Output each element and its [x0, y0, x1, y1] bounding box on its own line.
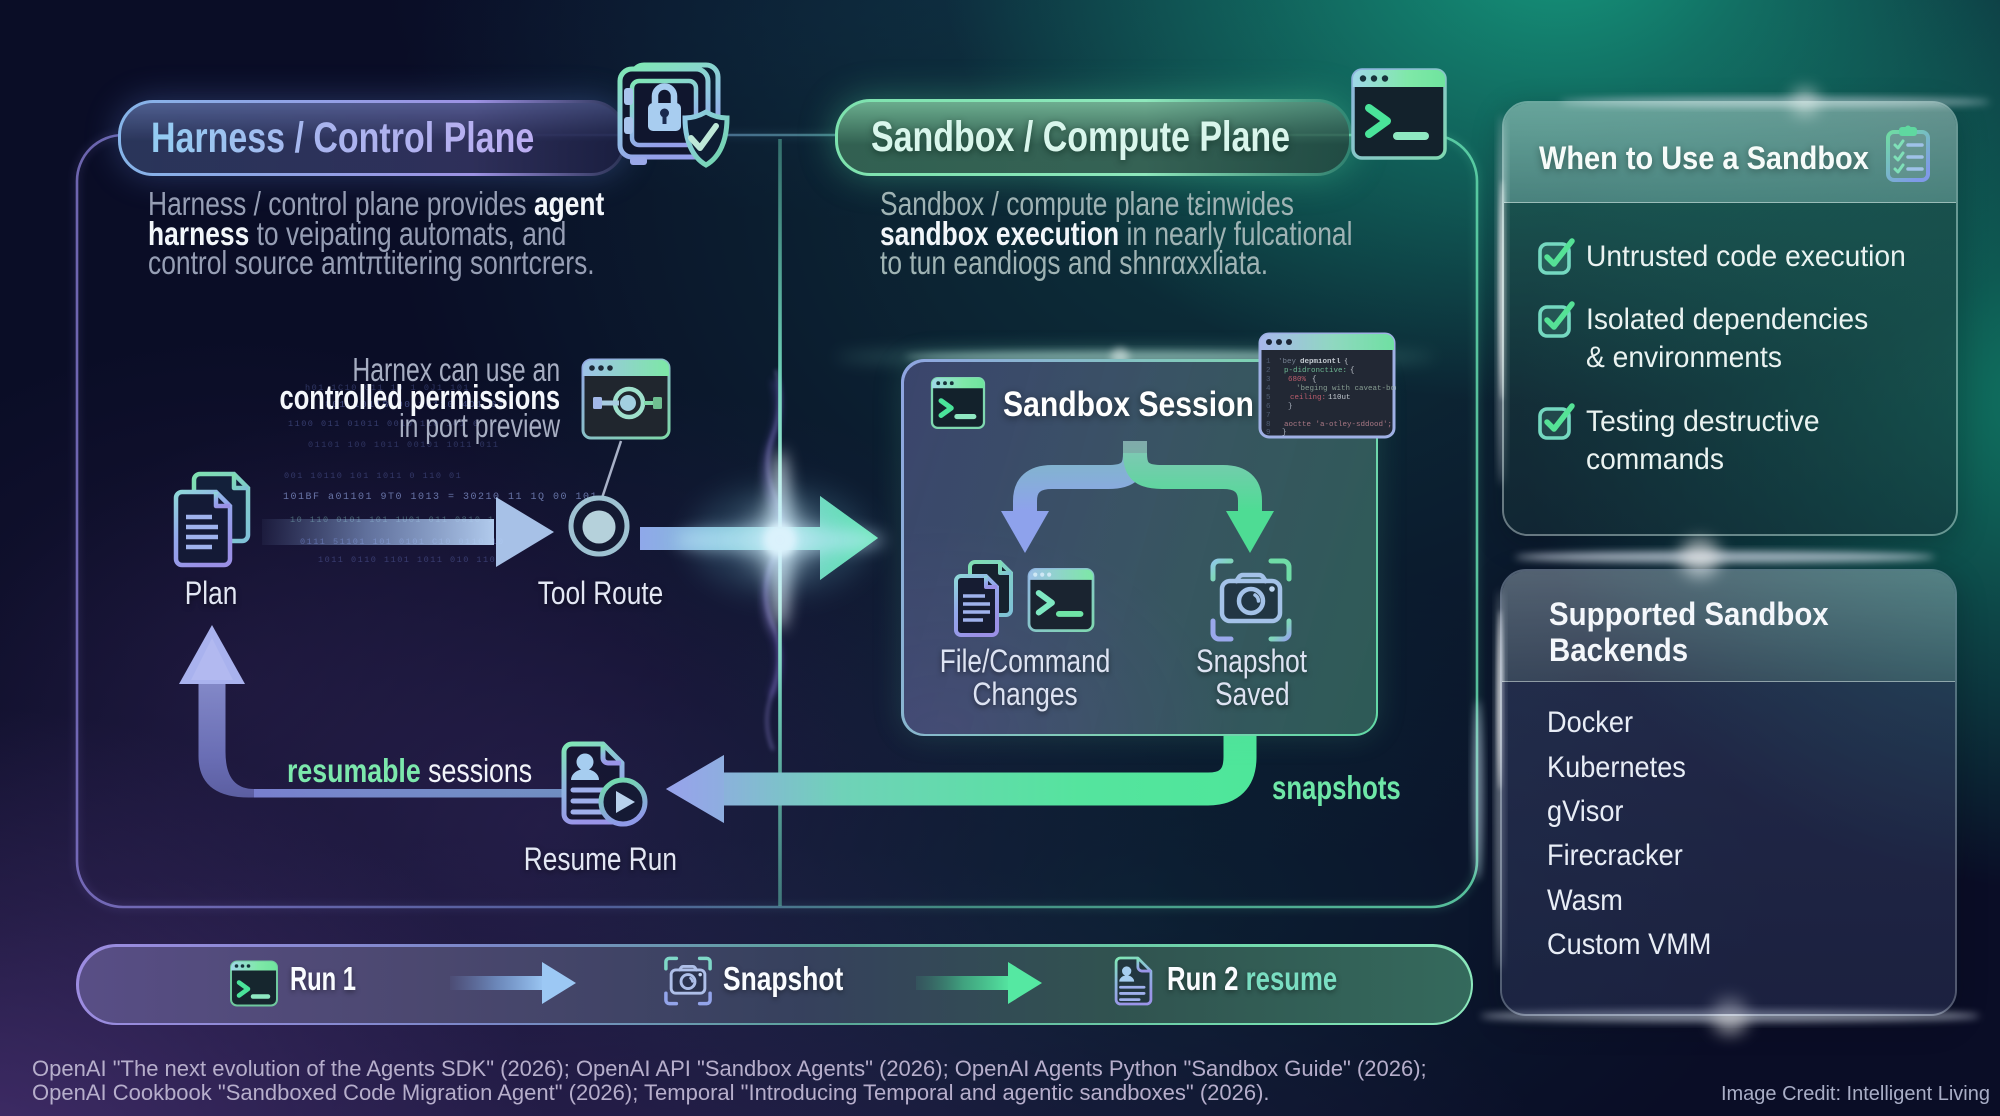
svg-text:2: 2 [1266, 367, 1271, 375]
svg-text:5: 5 [1266, 394, 1271, 402]
svg-text:8: 8 [1266, 421, 1271, 429]
svg-text:p-didronctive:: p-didronctive: [1284, 367, 1347, 375]
svg-text:depmiontl: depmiontl [1300, 358, 1341, 366]
svg-text:3: 3 [1266, 376, 1271, 384]
svg-text:801 1011B 00 10110 4D1 01: 801 1011B 00 10110 4D1 01 [325, 399, 505, 410]
svg-text:110ut: 110ut [1328, 394, 1351, 402]
svg-text:9: 9 [1266, 429, 1271, 437]
svg-text:001 10110 101 1011 0 110 01: 001 10110 101 1011 0 110 01 [284, 471, 462, 481]
svg-text:'beging with caveat-bow';: 'beging with caveat-bow'; [1296, 385, 1396, 393]
svg-text:6: 6 [1266, 403, 1271, 411]
svg-text:7: 7 [1266, 412, 1271, 420]
svg-text:1: 1 [1266, 358, 1271, 366]
svg-text:4: 4 [1266, 385, 1271, 393]
svg-text:680%: 680% [1288, 376, 1307, 384]
svg-text:{: { [1312, 376, 1317, 384]
svg-text:01101 100 1011 00101 1011 011: 01101 100 1011 00101 1011 011 [308, 440, 499, 450]
svg-text:'bey: 'bey [1278, 358, 1297, 366]
svg-text:}: } [1282, 429, 1287, 437]
svg-text:aoctte 'a-otley-sddood';: aoctte 'a-otley-sddood'; [1284, 421, 1392, 429]
svg-text:1011 0110 1101 1011 010 110: 1011 0110 1101 1011 010 110 [318, 555, 496, 565]
svg-text:h01 1C10 011 10 1 0J1 101: h01 1C10 011 10 1 0J1 101 [305, 383, 470, 393]
svg-text:}: } [1288, 403, 1293, 411]
svg-text:{: { [1344, 358, 1349, 366]
svg-text:1100 011 01011 0010 110 101 6: 1100 011 01011 0010 110 101 6 [288, 419, 479, 429]
svg-text:{: { [1350, 367, 1355, 375]
svg-text:101BF a01101 9T0 1013 = 30210: 101BF a01101 9T0 1013 = 30210 11 1Q 00 1… [283, 492, 598, 503]
svg-text:ceiling:: ceiling: [1290, 394, 1326, 402]
